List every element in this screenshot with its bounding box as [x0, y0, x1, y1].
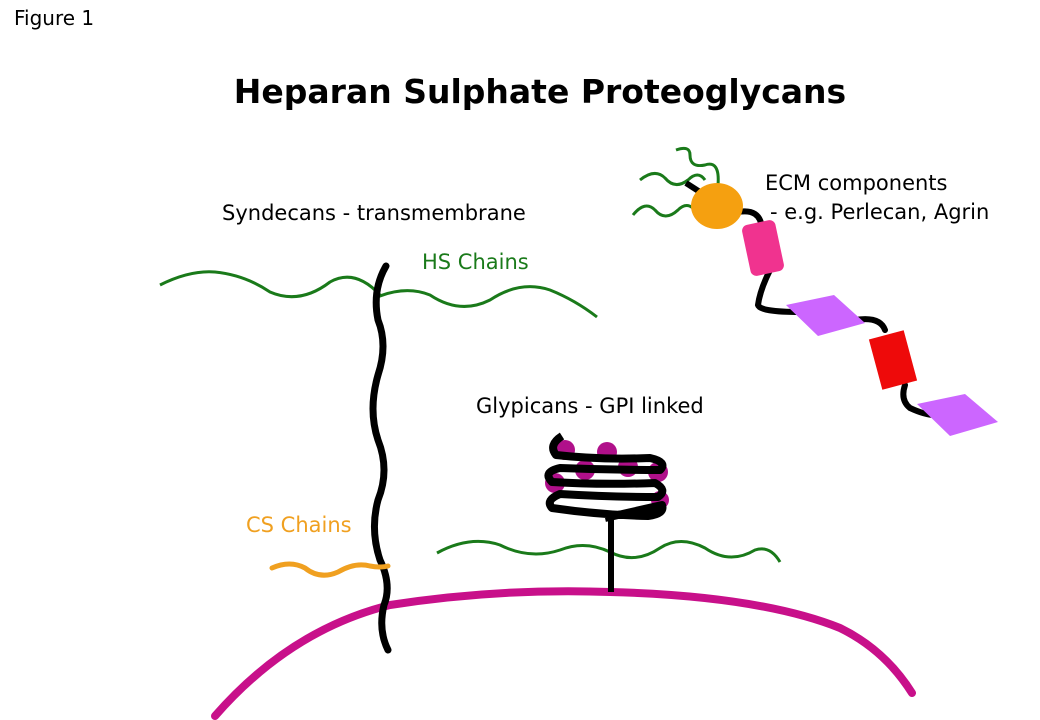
ecm-hs-chain-1: [639, 172, 707, 186]
cell-membrane: [211, 587, 916, 720]
glypicans-label: Glypicans - GPI linked: [476, 394, 704, 418]
hs-chain-right: [374, 285, 598, 319]
hs-chain-left: [159, 270, 382, 299]
ecm-purple-domain-2: [917, 394, 998, 436]
ecm-label-line1: ECM components: [765, 171, 948, 195]
ecm-purple-domain-1: [786, 295, 865, 336]
ecm-linker: [684, 180, 702, 195]
syndecan-core-protein: [369, 262, 392, 654]
ecm-hs-chain-2: [675, 146, 720, 186]
ecm-label-line2: - e.g. Perlecan, Agrin: [770, 200, 990, 224]
cs-chain: [269, 561, 391, 578]
ecm-backbone: [735, 208, 938, 418]
glypican-hs-chain: [436, 539, 782, 563]
hs-chains-label: HS Chains: [422, 250, 529, 274]
figure-label: Figure 1: [14, 6, 95, 30]
ecm-globular-domain: [691, 183, 743, 229]
glypican-core-protein: [544, 432, 667, 522]
ecm-hs-chain-3: [631, 204, 702, 219]
diagram-title: Heparan Sulphate Proteoglycans: [233, 72, 847, 111]
cs-chains-label: CS Chains: [246, 513, 352, 537]
syndecans-label: Syndecans - transmembrane: [222, 201, 526, 225]
ecm-red-domain: [868, 330, 918, 390]
ecm-pink-domain: [742, 220, 784, 276]
